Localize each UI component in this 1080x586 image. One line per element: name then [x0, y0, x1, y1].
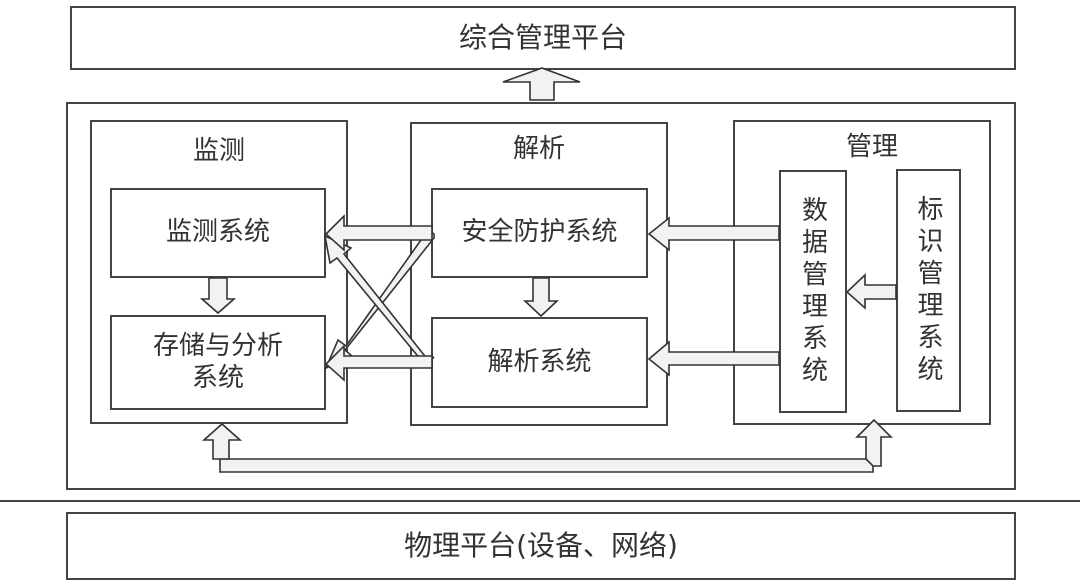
monitor-group-title: 监测: [192, 136, 245, 166]
left-arrow-security-to-monitoring: [324, 214, 433, 252]
top-platform-label: 综合管理平台: [458, 21, 627, 55]
monitoring-system-label: 监测系统: [165, 217, 270, 248]
down-arrow-security-to-resolution: [522, 277, 560, 318]
left-arrow-data-to-security: [647, 216, 780, 252]
storage-analysis-system-box: 存储与分析系统: [110, 315, 326, 410]
data-management-system-box: 数据管理系统: [779, 170, 847, 413]
management-group-title: 管理: [845, 132, 898, 162]
storage-analysis-system-label: 存储与分析系统: [152, 331, 283, 393]
bottom-platform-box: 物理平台(设备、网络): [66, 512, 1016, 580]
security-protection-system-label: 安全防护系统: [461, 217, 618, 248]
resolution-system-label: 解析系统: [487, 346, 592, 377]
analysis-group-title: 解析: [512, 134, 565, 164]
separator-line: [0, 500, 1080, 502]
down-arrow-monitor-to-storage: [199, 277, 237, 315]
left-arrow-resolution-to-storage: [324, 344, 433, 382]
security-protection-system-box: 安全防护系统: [431, 188, 648, 278]
identifier-management-system-label: 标识管理系统: [913, 194, 943, 387]
left-arrow-identifier-to-data: [845, 273, 897, 310]
up-arrow-bus-to-management: [855, 418, 893, 467]
up-arrow-bus-to-monitor: [201, 422, 243, 460]
resolution-system-box: 解析系统: [431, 317, 648, 408]
bottom-bus-bar: [219, 458, 874, 473]
left-arrow-data-to-resolution: [647, 340, 780, 377]
identifier-management-system-box: 标识管理系统: [896, 169, 961, 412]
monitoring-system-box: 监测系统: [110, 188, 326, 278]
up-arrow-to-top-platform: [502, 67, 581, 101]
bottom-platform-label: 物理平台(设备、网络): [404, 529, 678, 563]
top-platform-box: 综合管理平台: [70, 6, 1016, 70]
data-management-system-label: 数据管理系统: [797, 195, 828, 388]
diagonal-arrow-resolution-to-monitoring: [323, 234, 435, 368]
